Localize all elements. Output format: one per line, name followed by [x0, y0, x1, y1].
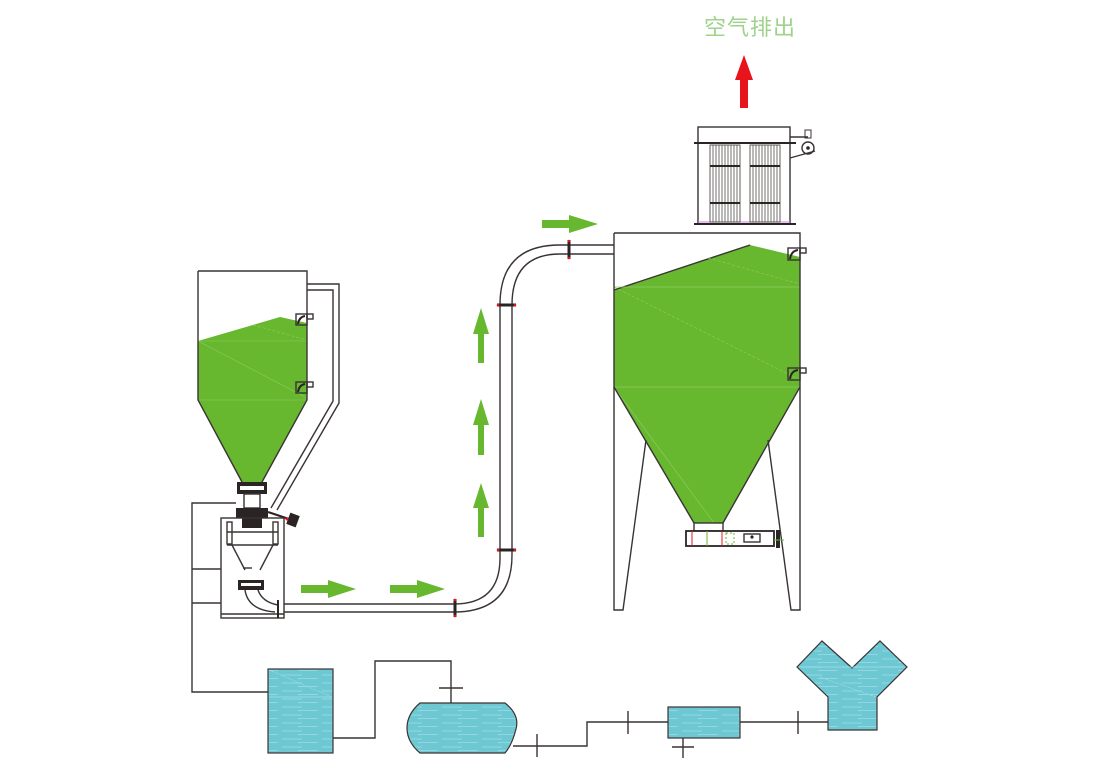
receiving-silo [613, 232, 807, 611]
air-line [333, 660, 452, 739]
source-hopper [197, 270, 340, 511]
flow-arrow-up [473, 399, 489, 455]
flow-arrow-right [390, 580, 445, 598]
level-sensor-icon [787, 367, 807, 381]
rotary-feeder-valve [236, 482, 300, 528]
level-sensor-icon [787, 247, 807, 261]
air-exhaust-label: 空气排出 [704, 16, 797, 41]
flow-arrow-up [473, 308, 489, 363]
air-compressor [796, 640, 908, 731]
pulse-valve-icon [789, 129, 816, 159]
vent-pipe [270, 283, 340, 511]
flow-arrow-up [473, 483, 489, 537]
filter-bags [709, 144, 781, 223]
silo-legs [613, 387, 801, 611]
air-storage-tank [267, 668, 334, 754]
air-supply-line [191, 502, 268, 693]
conveying-pipeline [284, 239, 614, 618]
level-sensor-icon [295, 381, 314, 394]
flow-arrow-right [301, 580, 356, 598]
flow-arrow-right [542, 215, 598, 233]
screw-discharger [685, 530, 784, 548]
exhaust-arrow [735, 55, 753, 108]
pipe-flange [453, 239, 571, 618]
air-line [513, 721, 668, 747]
bag-filter [694, 126, 816, 225]
level-sensor-icon [295, 313, 314, 326]
transmitter-vessel [220, 517, 285, 619]
air-dryer [667, 706, 741, 758]
air-receiver-tank [406, 702, 518, 754]
